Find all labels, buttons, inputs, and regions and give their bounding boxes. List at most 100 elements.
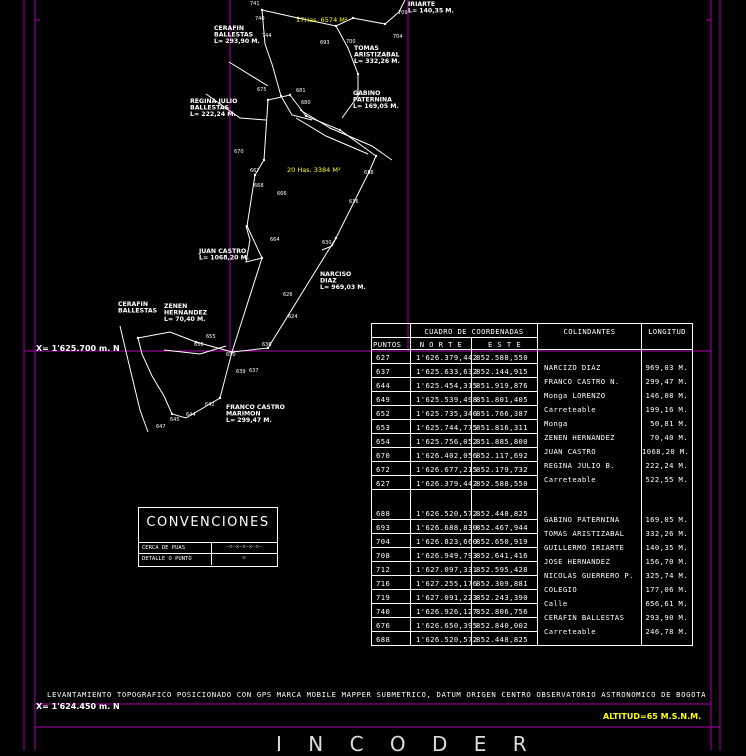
row-divider [372,561,537,562]
table-cell-este: 852.448,825 [476,635,528,644]
coord-label-top: X= 1'625.700 m. N [36,344,120,353]
table-cell-point: 712 [376,565,391,574]
svg-text:709: 709 [398,10,408,16]
colindante-length: 969,03 M. [645,363,688,372]
svg-text:667: 667 [250,168,260,174]
table-cell-este: 852.448,825 [476,509,528,518]
table-cell-point: 688 [376,509,391,518]
row-divider [372,589,537,590]
table-cell-norte: 1'625.633,632 [416,367,478,376]
puntos-header: PUNTOS [373,340,402,349]
table-cell-norte: 1'626.823,660 [416,537,478,546]
colindante-name: Monga LORENZO [544,391,606,400]
table-cell-norte: 1'626.688,830 [416,523,478,532]
table-cell-norte: 1'626.379,442 [416,479,478,488]
svg-text:668: 668 [254,183,264,189]
table-cell-este: 851.816,311 [476,423,528,432]
colindante-name: Monga [544,419,568,428]
svg-text:655: 655 [206,334,216,340]
row-divider [372,419,537,420]
row-divider [372,447,537,448]
table-cell-norte: 1'625.539,498 [416,395,478,404]
table-cell-point: 672 [376,465,391,474]
table-cell-point: 627 [376,479,391,488]
table-cell-point: 644 [376,381,391,390]
table-cell-este: 852.467,944 [476,523,528,532]
table-cell-norte: 1'626.677,215 [416,465,478,474]
legend-row-point: DETALLE O PUNTO ⊙ [139,553,277,565]
table-cell-este: 852.144,915 [476,367,528,376]
colindante-name: NICOLAS GUERRERO P. [544,571,634,580]
row-divider [372,533,537,534]
svg-text:644: 644 [186,412,196,418]
svg-text:624: 624 [288,314,298,320]
colindante-name: Carreteable [544,627,596,636]
table-cell-norte: 1'626.402,056 [416,451,478,460]
table-cell-point: 652 [376,409,391,418]
table-cell-point: 704 [376,537,391,546]
table-cell-point: 716 [376,579,391,588]
row-divider [372,337,537,338]
point-symbol: ⊙ [242,555,246,561]
area-label-north: 17Has. 6574 M² [296,16,348,24]
colindante-name: Carreteable [544,475,596,484]
table-cell-norte: 1'626.650,395 [416,621,478,630]
survey-note: LEVANTAMIENTO TOPOGRAFICO POSICIONADO CO… [47,690,707,699]
row-divider [372,405,537,406]
colindante-length: 1068,20 M. [642,447,690,456]
table-cell-norte: 1'627.097,331 [416,565,478,574]
coordinate-labels: X= 1'625.700 m. N X= 1'624.450 m. N [36,344,120,711]
colindante-name: NARCIZO DIAZ [544,363,601,372]
area-labels: 17Has. 6574 M² 20 Has. 3384 M² [287,16,348,174]
conventions-legend: CONVENCIONES CERCA DE PUAS —x—x—x—x—x— D… [138,507,278,567]
coord-label-bottom: X= 1'624.450 m. N [36,702,120,711]
colindante-name: FRANCO CASTRO N. [544,377,620,386]
row-divider [372,575,537,576]
colindante-length: 140,35 M. [645,543,688,552]
colindante-name: Calle [544,599,568,608]
colindante-name: COLEGIO [544,585,578,594]
col-divider [641,324,642,645]
colindante-length: 156,70 M. [645,557,688,566]
table-cell-este: 852.806,756 [476,607,528,616]
colindante-name: ZENEN HERNANDEZ [544,433,615,442]
legend-label: CERCA DE PUAS [142,545,186,551]
col-divider [471,337,472,645]
svg-text:645: 645 [170,417,180,423]
colindante-length: 70,40 M. [650,433,688,442]
table-cell-point: 688 [376,635,391,644]
longitud-header: LONGITUD [648,327,686,336]
colindante-name: REGINA JULIO B. [544,461,615,470]
altitude-label: ALTITUD=65 M.S.N.M. [603,712,702,721]
row-divider [372,461,537,462]
table-cell-point: 693 [376,523,391,532]
svg-text:681: 681 [296,88,306,94]
colindante-name: CERAFIN BALLESTAS [544,613,625,622]
survey-points [136,8,387,416]
colindante-length: 169,05 M. [645,515,688,524]
table-cell-este: 852.641,416 [476,551,528,560]
fence-symbol: —x—x—x—x—x— [225,544,263,550]
svg-text:642: 642 [205,402,215,408]
este-header: E S T E [487,340,522,349]
title-block-incoder: I N C O D E R [276,732,537,756]
legend-label: DETALLE O PUNTO [142,556,192,562]
colindantes-header: COLINDANTES [563,327,616,336]
table-cell-este: 851.801,405 [476,395,528,404]
colindante-length: 50,81 M. [650,419,688,428]
row-divider [372,433,537,434]
table-cell-norte: 1'625.756,052 [416,437,478,446]
table-cell-norte: 1'626.379,442 [416,353,478,362]
table-cell-este: 851.919,876 [476,381,528,390]
table-cell-este: 852.650,919 [476,537,528,546]
table-cell-este: 852.117,692 [476,451,528,460]
table-cell-este: 852.243,390 [476,593,528,602]
svg-text:693: 693 [320,40,330,46]
svg-text:626: 626 [283,292,293,298]
